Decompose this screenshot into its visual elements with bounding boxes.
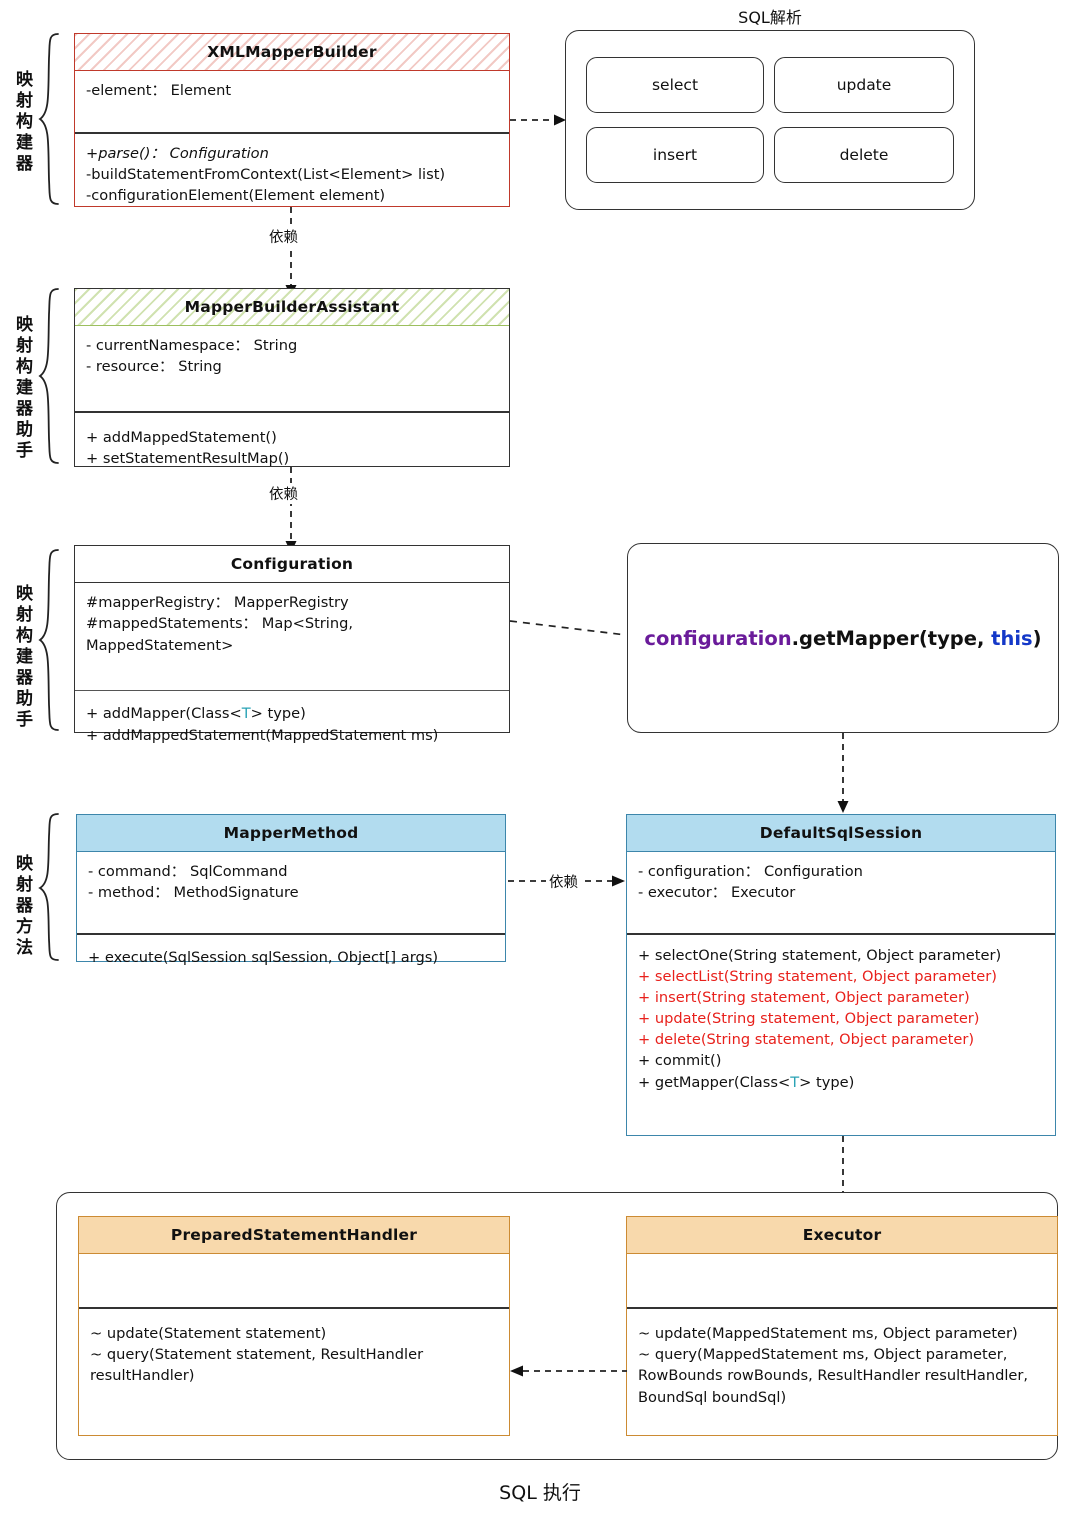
connector-xmlbuilder-to-assistant: [284, 207, 298, 299]
chip-delete[interactable]: delete: [774, 127, 954, 183]
group-label-mapping-builder-assistant-2: 映射构建器助手: [12, 583, 32, 731]
method-row: ~ update(MappedStatement ms, Object para…: [638, 1324, 1018, 1342]
code-callout-text: configuration.getMapper(type, this): [644, 627, 1041, 650]
class-executor[interactable]: Executor ~ update(MappedStatement ms, Ob…: [626, 1216, 1058, 1436]
class-fields: - configuration： Configuration - executo…: [627, 852, 1055, 933]
chip-insert[interactable]: insert: [586, 127, 764, 183]
code-receiver: configuration: [644, 626, 792, 650]
class-title: XMLMapperBuilder: [75, 34, 509, 71]
code-call: .getMapper(type,: [791, 626, 992, 650]
code-tail: ): [1032, 626, 1042, 650]
group-brace-4: [38, 812, 60, 964]
compartment-divider: [79, 1307, 509, 1309]
class-methods: + addMappedStatement() + setStatementRes…: [75, 413, 509, 480]
class-methods: +parse()： Configuration -buildStatementF…: [75, 134, 509, 217]
method-row: + execute(SqlSession sqlSession, Object[…: [88, 948, 439, 966]
class-title: DefaultSqlSession: [627, 815, 1055, 852]
group-brace-1: [38, 32, 60, 207]
method-row: + addMappedStatement(): [86, 428, 277, 446]
connector-label-dep1: 依赖: [266, 226, 301, 247]
method-row: +parse()： Configuration: [86, 144, 269, 162]
class-default-sql-session[interactable]: DefaultSqlSession - configuration： Confi…: [626, 814, 1056, 1136]
group-brace-3: [38, 548, 60, 734]
chip-select[interactable]: select: [586, 57, 764, 113]
compartment-divider: [77, 933, 505, 935]
connector-assistant-to-configuration: [284, 467, 298, 555]
connector-code-to-defaultsqlsession: [836, 733, 850, 815]
method-row: ~ update(Statement statement): [90, 1324, 327, 1342]
method-row: -buildStatementFromContext(List<Element>…: [86, 166, 446, 184]
compartment-divider: [75, 132, 509, 134]
method-row: + setStatementResultMap(): [86, 450, 290, 468]
chip-update[interactable]: update: [774, 57, 954, 113]
compartment-divider: [627, 933, 1055, 935]
compartment-divider: [627, 1307, 1057, 1309]
class-methods: + selectOne(String statement, Object par…: [627, 935, 1055, 1103]
class-fields: - currentNamespace： String - resource： S…: [75, 326, 509, 411]
field-row: - currentNamespace： String: [86, 337, 298, 354]
field-row: #mapperRegistry： MapperRegistry: [86, 594, 349, 611]
group-label-mapping-builder-assistant: 映射构建器助手: [12, 314, 32, 462]
class-methods: ~ update(MappedStatement ms, Object para…: [627, 1309, 1057, 1419]
class-methods: ~ update(Statement statement) ~ query(St…: [79, 1309, 509, 1397]
method-row: -configurationElement(Element element): [86, 187, 386, 205]
field-row: - method： MethodSignature: [88, 884, 299, 902]
class-fields: #mapperRegistry： MapperRegistry #mappedS…: [75, 583, 509, 690]
group-brace-2: [38, 287, 60, 467]
connector-configuration-to-code: [509, 618, 628, 642]
class-title: Executor: [627, 1217, 1057, 1254]
field-row: #mappedStatements： Map<String, MappedSta…: [86, 615, 354, 654]
method-row: + commit(): [638, 1052, 722, 1070]
class-fields: [79, 1254, 509, 1307]
compartment-divider: [75, 411, 509, 413]
class-fields: -element： Element: [75, 71, 509, 132]
method-row: ~ query(Statement statement, ResultHandl…: [90, 1346, 424, 1385]
class-configuration[interactable]: Configuration #mapperRegistry： MapperReg…: [74, 545, 510, 744]
sql-parse-panel: select update insert delete: [565, 30, 975, 210]
field-row: - command： SqlCommand: [88, 863, 288, 880]
class-mapper-builder-assistant[interactable]: MapperBuilderAssistant - currentNamespac…: [74, 288, 510, 467]
code-keyword: this: [991, 626, 1033, 650]
class-title: MapperMethod: [77, 815, 505, 852]
connector-label-dep3: 依赖: [546, 871, 581, 892]
footer-caption: SQL 执行: [499, 1482, 581, 1504]
class-methods: + addMapper(Class<T> type) + addMappedSt…: [75, 691, 509, 756]
field-row: - executor： Executor: [638, 884, 796, 902]
method-row: + addMappedStatement(MappedStatement ms): [86, 726, 439, 744]
class-title: MapperBuilderAssistant: [75, 289, 509, 326]
class-title: PreparedStatementHandler: [79, 1217, 509, 1254]
method-row: + addMapper(Class<T> type): [86, 705, 306, 723]
method-row-highlight: + update(String statement, Object parame…: [638, 1010, 980, 1028]
field-row: - configuration： Configuration: [638, 863, 863, 880]
field-row: -element： Element: [86, 82, 232, 99]
connector-mappermethod-to-defaultsqlsession: [508, 874, 626, 888]
class-prepared-statement-handler[interactable]: PreparedStatementHandler ~ update(Statem…: [78, 1216, 510, 1436]
connector-xmlbuilder-to-sqlparse: [510, 113, 570, 127]
connector-label-dep2: 依赖: [266, 483, 301, 504]
group-label-mapping-builder: 映射构建器: [12, 69, 32, 175]
class-fields: [627, 1254, 1057, 1307]
method-row: + selectOne(String statement, Object par…: [638, 946, 1002, 964]
method-row-highlight: + delete(String statement, Object parame…: [638, 1031, 975, 1049]
connector-executor-to-handler: [510, 1364, 628, 1378]
field-row: - resource： String: [86, 358, 222, 376]
class-fields: - command： SqlCommand - method： MethodSi…: [77, 852, 505, 933]
method-row-highlight: + selectList(String statement, Object pa…: [638, 967, 997, 985]
method-row: ~ query(MappedStatement ms, Object param…: [638, 1346, 1029, 1406]
sql-parse-caption: SQL解析: [738, 8, 802, 27]
class-mapper-method[interactable]: MapperMethod - command： SqlCommand - met…: [76, 814, 506, 966]
method-row-highlight: + insert(String statement, Object parame…: [638, 988, 970, 1006]
class-methods: + execute(SqlSession sqlSession, Object[…: [77, 935, 505, 978]
code-callout: configuration.getMapper(type, this): [627, 543, 1059, 733]
class-title: Configuration: [75, 546, 509, 583]
class-xml-mapper-builder[interactable]: XMLMapperBuilder -element： Element +pars…: [74, 33, 510, 207]
group-label-mapper-method: 映射器方法: [12, 853, 32, 959]
method-row: + getMapper(Class<T> type): [638, 1073, 855, 1091]
compartment-divider: [75, 690, 509, 692]
